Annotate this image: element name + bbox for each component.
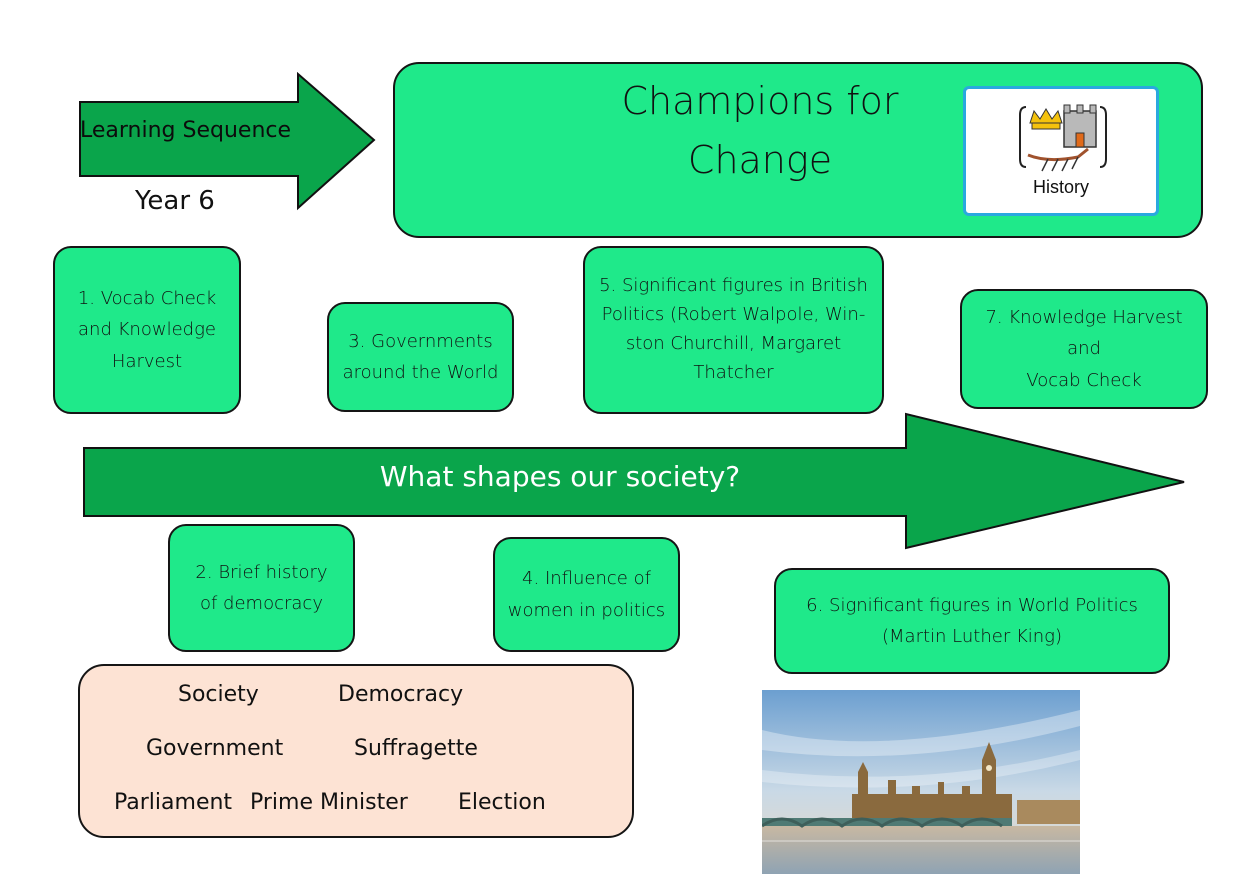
vocab-word: Election [458, 790, 546, 815]
vocab-word: Suffragette [354, 736, 478, 761]
vocab-word: Society [178, 682, 259, 707]
learning-sequence-label: Learning Sequence [80, 118, 292, 143]
step-4-label: 4. Influence of women in politics [507, 568, 666, 621]
step-1-box: 1. Vocab Check and Knowledge Harvest [53, 246, 241, 414]
title-banner: Champions for Change History [393, 62, 1203, 238]
step-6-box: 6. Significant figures in World Politics… [774, 568, 1170, 674]
history-label: History [1032, 176, 1089, 197]
vocab-word: Parliament [114, 790, 233, 815]
question-arrow [83, 412, 1185, 550]
vocab-word: Prime Minister [250, 790, 408, 815]
parliament-photo [762, 690, 1080, 874]
step-5-box: 5. Significant figures in British Politi… [583, 246, 884, 414]
step-5-label: 5. Significant figures in British Politi… [599, 275, 868, 383]
step-4-box: 4. Influence of women in politics [493, 537, 680, 652]
history-symbol-card: History [963, 86, 1159, 216]
vocab-word: Government [146, 736, 284, 761]
year-label: Year 6 [135, 186, 215, 216]
history-symbol-icon [1019, 104, 1107, 172]
step-3-box: 3. Governments around the World [327, 302, 514, 412]
question-label: What shapes our society? [379, 460, 741, 493]
step-6-label: 6. Significant figures in World Politics… [806, 594, 1138, 648]
vocabulary-box: Society Democracy Government Suffragette… [78, 664, 634, 838]
step-7-label: 7. Knowledge Harvest and Vocab Check [985, 306, 1183, 391]
vocab-word: Democracy [338, 682, 464, 707]
step-1-label: 1. Vocab Check and Knowledge Harvest [77, 287, 217, 372]
step-3-label: 3. Governments around the World [342, 330, 499, 384]
step-2-label: 2. Brief history of democracy [195, 561, 328, 615]
step-2-box: 2. Brief history of democracy [168, 524, 355, 652]
learning-sequence-arrow [79, 72, 376, 211]
step-7-box: 7. Knowledge Harvest and Vocab Check [960, 289, 1208, 409]
page-title: Champions for Change [621, 79, 899, 182]
